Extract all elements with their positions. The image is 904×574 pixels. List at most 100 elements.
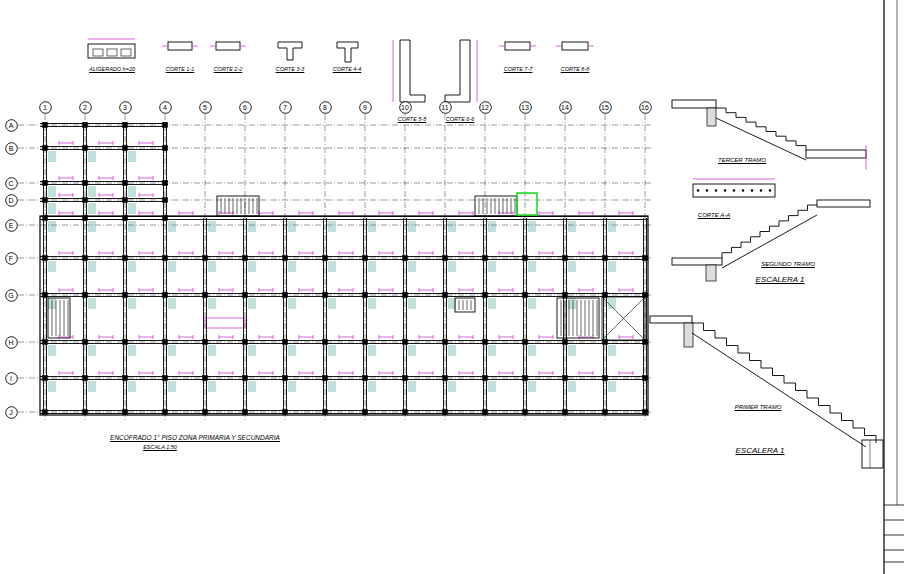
rebar-tick: [489, 221, 490, 232]
dimension-mark: [553, 335, 554, 339]
title-block-border: [897, 0, 898, 505]
rebar-tick: [493, 221, 494, 232]
title-block-line: [884, 562, 904, 563]
dimension-mark: [499, 335, 500, 339]
beam-line: [40, 340, 648, 341]
column: [603, 376, 608, 381]
rebar-tick: [449, 221, 450, 232]
stair-step: [253, 198, 254, 214]
rebar-tick: [455, 381, 456, 392]
dimension-mark: [193, 211, 194, 215]
rebar-tick: [211, 261, 212, 272]
column: [403, 410, 408, 415]
grid-bubble: E: [5, 219, 18, 232]
rebar-tick: [215, 221, 216, 232]
dimension-mark: [233, 251, 234, 255]
stair-steps: [722, 205, 817, 258]
rebar-tick: [251, 261, 252, 272]
wall-support: [684, 323, 693, 347]
rebar-dot: [742, 189, 744, 191]
rebar-tick: [569, 345, 570, 356]
dimension-mark: [619, 288, 620, 292]
dimension-mark: [153, 176, 154, 180]
rebar-tick: [173, 261, 174, 272]
rebar-tick: [293, 221, 294, 232]
grid-id: 6: [243, 104, 247, 111]
rebar-tick: [55, 221, 56, 232]
dimension-mark: [433, 251, 434, 255]
grid-line: [405, 114, 406, 420]
rebar-tick: [209, 345, 210, 356]
dimension-mark: [299, 288, 300, 292]
dimension-mark: [193, 335, 194, 339]
beam-line: [323, 218, 324, 415]
rebar-tick: [249, 298, 250, 309]
grid-line: [525, 114, 526, 420]
stair-step: [499, 198, 500, 214]
dimension-mark: [419, 335, 420, 339]
stair-step: [515, 198, 516, 214]
column: [203, 376, 208, 381]
dimension-mark: [513, 371, 514, 375]
grid-id: 8: [323, 104, 327, 111]
rebar-tick: [489, 345, 490, 356]
column: [323, 340, 328, 345]
stair-step: [479, 198, 480, 214]
beam-line: [406, 218, 407, 415]
column: [643, 376, 648, 381]
rebar-tick: [295, 221, 296, 232]
grid-bubble: 5: [199, 101, 212, 114]
beam-line: [443, 218, 444, 415]
dimension-mark: [99, 290, 113, 291]
rebar-tick: [495, 261, 496, 272]
stair-opening: [217, 196, 259, 216]
dimension-mark: [353, 288, 354, 292]
wall-support: [706, 265, 716, 281]
rebar-tick: [89, 151, 90, 162]
rebar-tick: [609, 381, 610, 392]
dimension-mark: [153, 193, 154, 197]
rebar-tick: [371, 298, 372, 309]
rebar-tick: [453, 261, 454, 272]
dimension-mark: [459, 211, 460, 215]
rebar-tick: [133, 203, 134, 214]
dimension-mark: [379, 251, 380, 255]
rebar-tick: [251, 221, 252, 232]
grid-bubble: 11: [439, 101, 452, 114]
rebar-tick: [535, 221, 536, 232]
rebar-tick: [253, 261, 254, 272]
dimension-mark: [273, 371, 274, 375]
grid-id: 4: [163, 104, 167, 111]
rebar-tick: [295, 261, 296, 272]
column: [563, 256, 568, 261]
bubble-circle: [439, 101, 451, 113]
rebar-tick: [93, 345, 94, 356]
rebar-tick: [129, 186, 130, 197]
rebar-tick: [49, 151, 50, 162]
dimension-mark: [339, 213, 353, 214]
dimension-mark: [419, 290, 433, 291]
rebar-tick: [169, 345, 170, 356]
dimension-mark: [393, 211, 394, 215]
dimension-mark: [589, 46, 594, 47]
dimension-mark: [419, 371, 420, 375]
rebar-tick: [169, 261, 170, 272]
dimension-mark: [139, 143, 153, 144]
rebar-tick: [93, 298, 94, 309]
rebar-tick: [93, 381, 94, 392]
rebar-tick: [175, 298, 176, 309]
rebar-tick: [409, 345, 410, 356]
rebar-tick: [531, 381, 532, 392]
rebar-tick: [489, 381, 490, 392]
rebar-tick: [535, 298, 536, 309]
dimension-mark: [179, 213, 193, 214]
rebar-tick: [249, 221, 250, 232]
rebar-tick: [451, 261, 452, 272]
dimension-mark: [59, 253, 73, 254]
rebar-tick: [129, 203, 130, 214]
grid-line: [18, 148, 652, 149]
dimension-mark: [113, 176, 114, 180]
beam-line: [563, 218, 564, 415]
rebar-tick: [331, 221, 332, 232]
